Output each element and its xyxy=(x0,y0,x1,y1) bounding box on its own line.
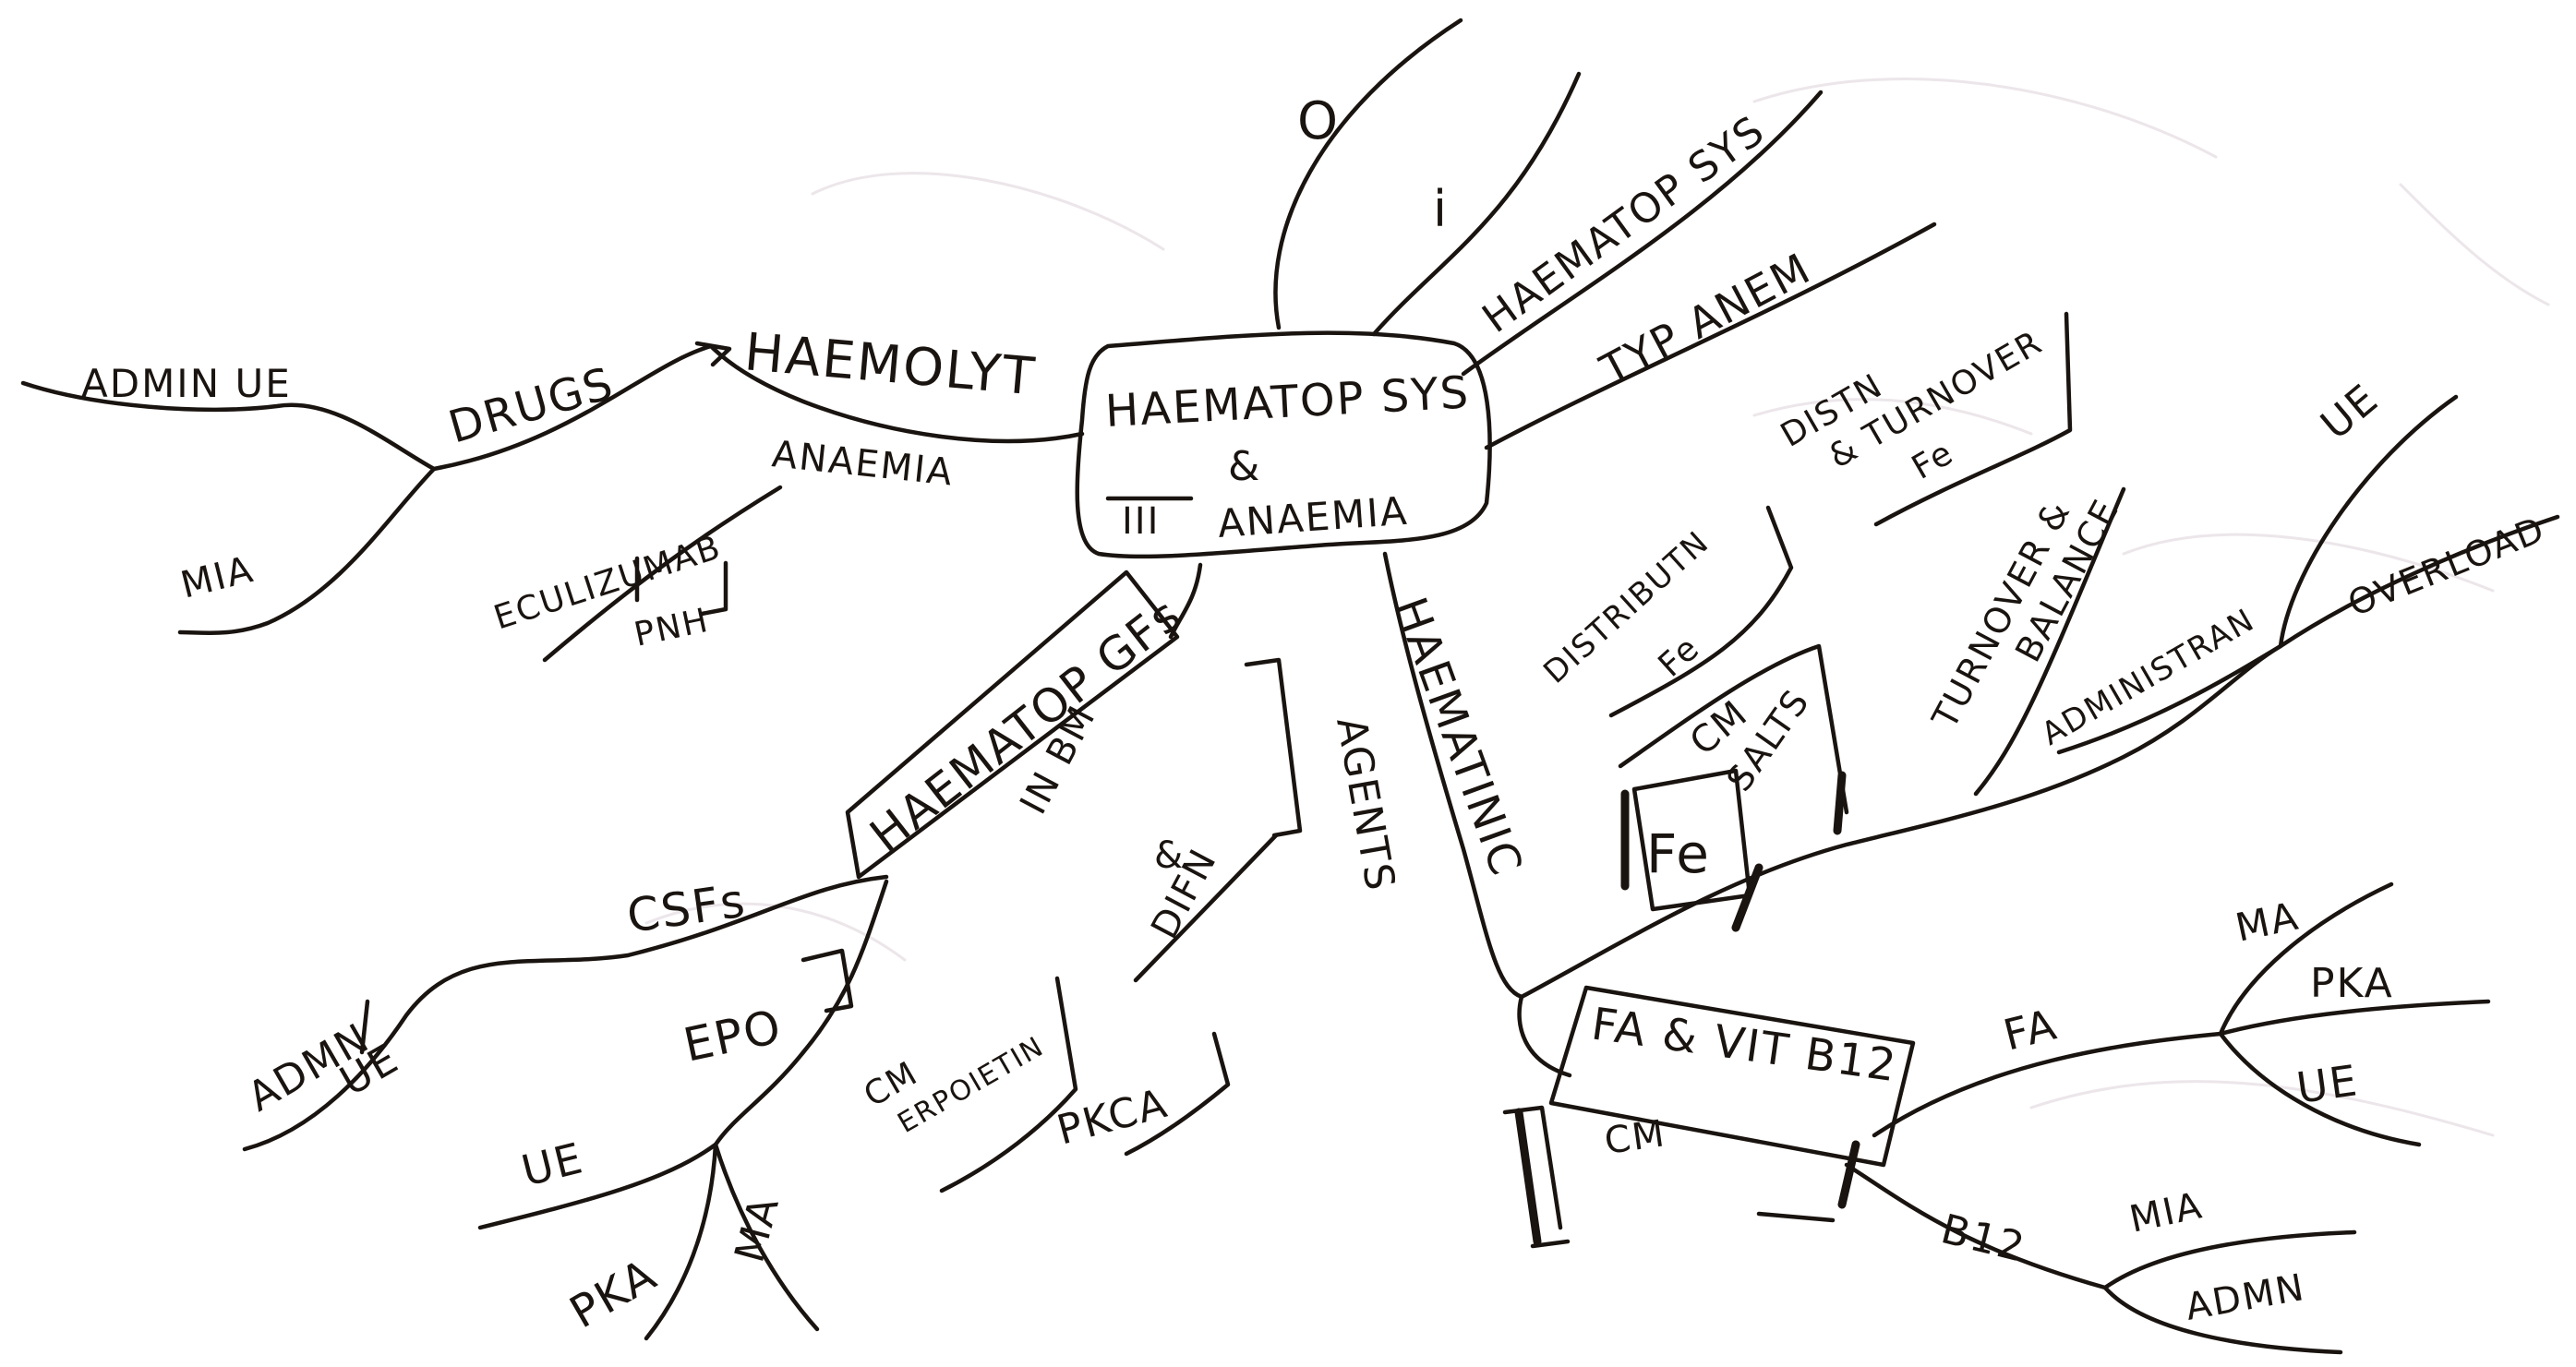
label-pka-fa: PKA xyxy=(2310,960,2394,1007)
branch-distribution xyxy=(1608,505,1794,718)
label-i: i xyxy=(1433,180,1449,238)
branch-o xyxy=(1273,18,1463,330)
branch-mia-b12 xyxy=(2102,1229,2357,1290)
branch-ma-fa xyxy=(2218,881,2394,1037)
top-branches: O i HAEMATOP SYS TYP ANEM DISTN & TURNOV… xyxy=(1273,18,2073,527)
branch-ma-epo xyxy=(713,1142,820,1332)
label-overload: OVERLOAD xyxy=(2342,509,2551,624)
branch-pka-fa xyxy=(2218,999,2491,1037)
label-b12: B12 xyxy=(1936,1205,2030,1272)
branch-admn-b12 xyxy=(2102,1285,2343,1355)
label-o: O xyxy=(1297,91,1340,151)
label-fa: FA xyxy=(1999,999,2063,1060)
label-admin-ue: ADMIN UE xyxy=(81,361,292,406)
branch-main-fe xyxy=(1519,643,2283,1000)
bleed-through-background xyxy=(644,78,2550,1137)
arrow-head xyxy=(694,341,732,367)
central-ampersand: & xyxy=(1228,443,1261,490)
label-pnh: PNH xyxy=(631,602,712,654)
branch-fa xyxy=(1872,1031,2223,1138)
branch-ue-fa xyxy=(2218,1031,2422,1147)
link-haematinic-fa xyxy=(1517,994,1572,1078)
branch-epo xyxy=(713,879,889,1147)
central-marker: III xyxy=(1122,500,1160,543)
central-node: HAEMATOP SYS & III ANAEMIA xyxy=(1075,330,1492,559)
branch-administran xyxy=(2056,643,2283,755)
branch-turnover xyxy=(1973,486,2126,797)
label-fa-vitb12: FA & VIT B12 xyxy=(1588,998,1900,1092)
label-ue-epo: UE xyxy=(517,1133,589,1196)
branch-haemolyt xyxy=(708,343,1085,444)
label-typ-anem: TYP ANEM xyxy=(1592,243,1819,395)
label-fe-top: Fe xyxy=(1906,434,1960,487)
box-cm-salts xyxy=(1618,643,1849,815)
label-haematop-gfs: HAEMATOP GFs xyxy=(861,587,1192,862)
branch-csfs xyxy=(242,874,889,1152)
csf-branch: HAEMATOP GFs IN BM & DIFN CSFs ADMN UE E… xyxy=(240,562,1303,1341)
fa-b12-branch: FA & VIT B12 CM FA MA PKA UE B12 MIA ADM… xyxy=(1502,881,2491,1355)
branch-distn-turnover xyxy=(1873,311,2073,527)
label-pkca-csf: PKCA xyxy=(1053,1080,1174,1155)
label-mia-left: MIA xyxy=(176,548,258,607)
branch-drugs xyxy=(431,343,714,472)
central-title: HAEMATOP SYS xyxy=(1104,366,1472,438)
box-fa-vitb12 xyxy=(1548,985,1916,1168)
branch-cm-erpoietin xyxy=(939,976,1078,1193)
label-distribution-fe: Fe xyxy=(1652,629,1708,685)
link-center-gfs xyxy=(1168,562,1203,640)
label-anaemia-left: ANAEMIA xyxy=(770,433,956,494)
branch-pka-epo xyxy=(644,1142,718,1341)
label-csfs: CSFs xyxy=(624,873,750,942)
branch-i xyxy=(1371,71,1582,337)
label-ue-hm: UE xyxy=(2312,375,2388,449)
branch-overload xyxy=(2278,514,2560,649)
link-center-haematinic xyxy=(1382,551,1524,1000)
box-haematop-gfs xyxy=(845,570,1180,880)
label-haematinic: HAEMATINIC xyxy=(1384,591,1533,883)
label-in-bm-and: & xyxy=(1154,834,1185,877)
label-ma-fa: MA xyxy=(2232,893,2304,951)
label-epo: EPO xyxy=(679,1000,787,1073)
branch-admin-ue xyxy=(20,380,437,472)
label-ue-fa: UE xyxy=(2293,1055,2362,1113)
central-subtitle: ANAEMIA xyxy=(1216,488,1410,546)
label-cm-fa: CM xyxy=(1602,1112,1668,1163)
branch-typ-anem xyxy=(1484,222,1937,450)
label-admn-b12: ADMN xyxy=(2183,1266,2309,1329)
left-branch: HAEMOLYT ANAEMIA DRUGS ADMIN UE MIA ECUL… xyxy=(20,322,1085,663)
label-pka-epo: PKA xyxy=(561,1249,666,1339)
label-agents: AGENTS xyxy=(1327,713,1403,895)
label-mia-b12: MIA xyxy=(2126,1184,2207,1241)
label-fe: Fe xyxy=(1646,822,1711,885)
branch-ue-epo xyxy=(477,1142,718,1230)
branch-haematop-sys xyxy=(1461,90,1824,377)
branch-ue-hm xyxy=(2278,394,2459,649)
branch-eculizumab xyxy=(542,485,783,663)
epo-bracket xyxy=(800,948,854,1013)
branch-pkca-csf xyxy=(1124,1031,1231,1157)
branch-in-bm xyxy=(1244,657,1303,838)
branch-mia-left xyxy=(177,466,437,636)
branch-b12 xyxy=(1844,1162,2108,1290)
